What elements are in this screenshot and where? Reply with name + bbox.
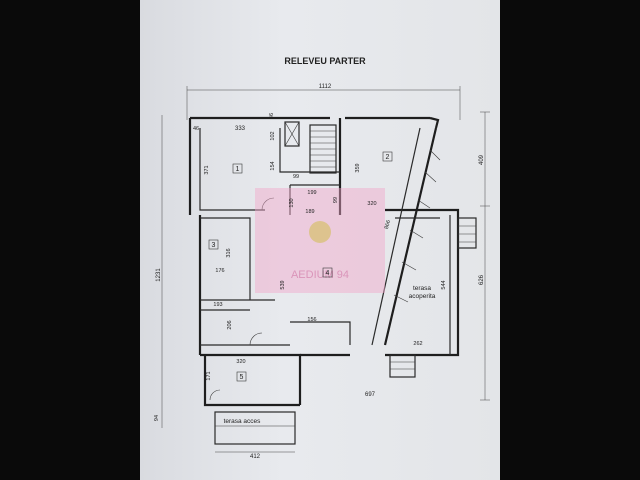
terrace-steps-bottom — [389, 354, 416, 378]
room-number-5: 5 — [236, 371, 247, 382]
diagonal-facade — [371, 127, 441, 346]
svg-text:189: 189 — [305, 209, 314, 215]
svg-text:866: 866 — [384, 220, 392, 230]
svg-text:1: 1 — [236, 166, 240, 173]
svg-text:1112: 1112 — [319, 84, 332, 90]
terrace-covered-label-1: terasa — [413, 285, 431, 292]
svg-text:AEDIUM 94: AEDIUM 94 — [291, 269, 349, 281]
svg-text:544: 544 — [441, 280, 447, 289]
room-number-4: 4 — [322, 267, 333, 278]
svg-text:316: 316 — [226, 248, 232, 257]
doors — [209, 197, 275, 401]
right-dimensions: 409 626 — [479, 111, 490, 401]
svg-text:94: 94 — [154, 415, 160, 421]
svg-text:156: 156 — [307, 317, 316, 323]
access-terrace — [214, 411, 296, 453]
room-number-1: 1 — [232, 163, 243, 174]
staircase — [309, 124, 337, 174]
svg-text:176: 176 — [215, 268, 224, 274]
svg-text:320: 320 — [367, 201, 376, 207]
svg-text:2: 2 — [386, 154, 390, 161]
svg-text:206: 206 — [227, 320, 233, 329]
floor-plan-drawing: RELEVEU PARTER 1112 1231 409 626 — [154, 56, 490, 460]
svg-text:171: 171 — [206, 371, 212, 380]
terrace-steps-right — [457, 217, 477, 249]
dimension-labels: 412 697 333 46 46 371 154 102 359 99 199… — [154, 113, 447, 460]
left-dimension: 1231 — [156, 115, 163, 428]
svg-text:102: 102 — [270, 131, 276, 140]
svg-text:539: 539 — [280, 280, 286, 289]
watermark-logo: AEDIUM 94 — [255, 188, 385, 293]
svg-text:46: 46 — [193, 126, 199, 132]
svg-text:262: 262 — [413, 341, 422, 347]
svg-text:199: 199 — [307, 190, 316, 196]
svg-text:4: 4 — [326, 270, 330, 277]
svg-text:5: 5 — [240, 374, 244, 381]
svg-text:46: 46 — [269, 113, 275, 119]
terrace-access-label: terasa acces — [224, 418, 262, 425]
svg-text:333: 333 — [235, 126, 246, 132]
svg-text:99: 99 — [333, 197, 339, 203]
room-number-2: 2 — [382, 151, 393, 162]
svg-text:130: 130 — [289, 198, 295, 207]
svg-text:412: 412 — [250, 454, 261, 460]
terrace-covered-label-2: acoperita — [409, 293, 436, 300]
plan-sheet: RELEVEU PARTER 1112 1231 409 626 — [140, 0, 500, 480]
top-dimension: 1112 — [186, 84, 461, 120]
svg-text:626: 626 — [479, 274, 485, 285]
svg-text:3: 3 — [212, 242, 216, 249]
svg-text:359: 359 — [355, 163, 361, 172]
svg-text:99: 99 — [293, 174, 299, 180]
svg-text:371: 371 — [204, 165, 210, 174]
interior-walls — [199, 121, 451, 355]
svg-text:193: 193 — [213, 302, 222, 308]
svg-text:409: 409 — [479, 154, 485, 165]
svg-text:1231: 1231 — [156, 268, 162, 282]
room-number-3: 3 — [208, 239, 219, 250]
svg-text:154: 154 — [270, 161, 276, 170]
outer-walls — [188, 116, 460, 407]
svg-text:697: 697 — [365, 392, 376, 398]
plan-title: RELEVEU PARTER — [284, 56, 366, 66]
svg-text:320: 320 — [236, 359, 245, 365]
